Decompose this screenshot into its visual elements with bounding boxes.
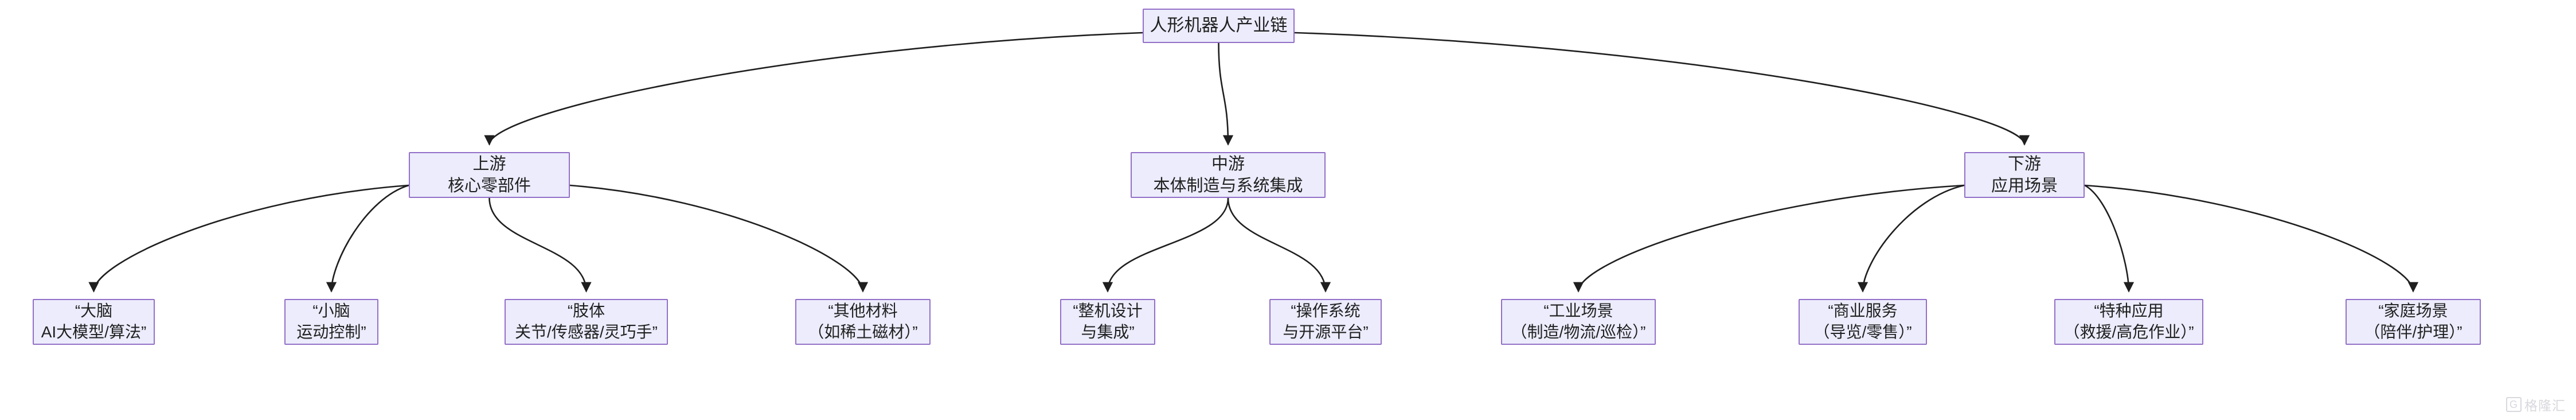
- node-label-line: 与开源平台”: [1283, 323, 1369, 341]
- edge-downstream-to-leaf-industrial: [1573, 184, 1965, 293]
- node-label-line: 与集成”: [1081, 323, 1135, 341]
- edge-upstream-to-leaf-cerebellum: [326, 184, 409, 293]
- edge-downstream-to-leaf-commercial: [1857, 184, 1965, 293]
- node-leaf-limbs[interactable]: “肢体关节/传感器/灵巧手”: [505, 299, 668, 345]
- watermark: G 格隆汇: [2505, 395, 2566, 414]
- node-root[interactable]: 人形机器人产业链: [1143, 9, 1295, 43]
- node-label-line: （导览/零售）”: [1813, 323, 1912, 341]
- edge-downstream-to-leaf-special: [2084, 184, 2135, 293]
- node-label-line: 运动控制”: [296, 323, 366, 341]
- node-label-line: “肢体: [567, 302, 605, 320]
- node-label-line: （陪伴/护理）”: [2364, 323, 2462, 341]
- node-label-line: “操作系统: [1291, 302, 1361, 320]
- node-label-line: （救援/高危作业）”: [2063, 323, 2194, 341]
- node-label-line: “大脑: [75, 302, 113, 320]
- node-label-line: （如稀土磁材）”: [808, 323, 918, 341]
- node-leaf-os[interactable]: “操作系统与开源平台”: [1269, 299, 1382, 345]
- node-label-line: 中游: [1211, 154, 1245, 173]
- node-label-line: “整机设计: [1073, 302, 1143, 320]
- edge-midstream-to-leaf-design: [1102, 197, 1229, 293]
- node-label-line: 应用场景: [1991, 177, 2058, 195]
- node-downstream[interactable]: 下游应用场景: [1964, 152, 2085, 198]
- node-label-line: 本体制造与系统集成: [1153, 177, 1303, 195]
- node-label-line: 人形机器人产业链: [1150, 16, 1288, 36]
- node-label-line: “其他材料: [828, 302, 898, 320]
- edge-downstream-to-leaf-home: [2084, 184, 2419, 293]
- node-upstream[interactable]: 上游核心零部件: [409, 152, 570, 198]
- node-label-line: “商业服务: [1828, 302, 1898, 320]
- watermark-text: 格隆汇: [2524, 398, 2566, 413]
- node-label-line: AI大模型/算法”: [41, 323, 147, 341]
- edge-root-to-midstream: [1218, 42, 1234, 146]
- node-leaf-cerebellum[interactable]: “小脑运动控制”: [284, 299, 378, 345]
- node-midstream[interactable]: 中游本体制造与系统集成: [1131, 152, 1326, 198]
- edge-upstream-to-leaf-brain: [88, 184, 409, 293]
- node-label-line: 上游: [472, 154, 506, 173]
- node-label-line: 关节/传感器/灵巧手”: [515, 323, 658, 341]
- edge-upstream-to-leaf-limbs: [488, 197, 592, 293]
- node-label-line: “家庭场景: [2378, 302, 2448, 320]
- node-leaf-special[interactable]: “特种应用 （救援/高危作业）”: [2054, 299, 2203, 345]
- node-leaf-design[interactable]: “整机设计与集成”: [1060, 299, 1155, 345]
- node-leaf-home[interactable]: “家庭场景 （陪伴/护理）”: [2346, 299, 2481, 345]
- node-leaf-brain[interactable]: “大脑 AI大模型/算法”: [33, 299, 155, 345]
- node-label-line: “特种应用: [2094, 302, 2164, 320]
- node-label-line: 核心零部件: [447, 177, 531, 195]
- watermark-logo-icon: G: [2505, 397, 2522, 412]
- edge-upstream-to-leaf-materials: [569, 184, 869, 293]
- node-label-line: “工业场景: [1543, 302, 1613, 320]
- edge-root-to-upstream: [484, 32, 1143, 146]
- node-label-line: （制造/物流/巡检）”: [1511, 323, 1646, 341]
- edge-root-to-downstream: [1294, 32, 2030, 146]
- node-label-line: 下游: [2007, 154, 2041, 173]
- edge-midstream-to-leaf-os: [1227, 197, 1331, 293]
- node-leaf-materials[interactable]: “其他材料 （如稀土磁材）”: [795, 299, 931, 345]
- node-leaf-industrial[interactable]: “工业场景 （制造/物流/巡检）”: [1501, 299, 1656, 345]
- node-label-line: “小脑: [312, 302, 350, 320]
- node-leaf-commercial[interactable]: “商业服务 （导览/零售）”: [1799, 299, 1927, 345]
